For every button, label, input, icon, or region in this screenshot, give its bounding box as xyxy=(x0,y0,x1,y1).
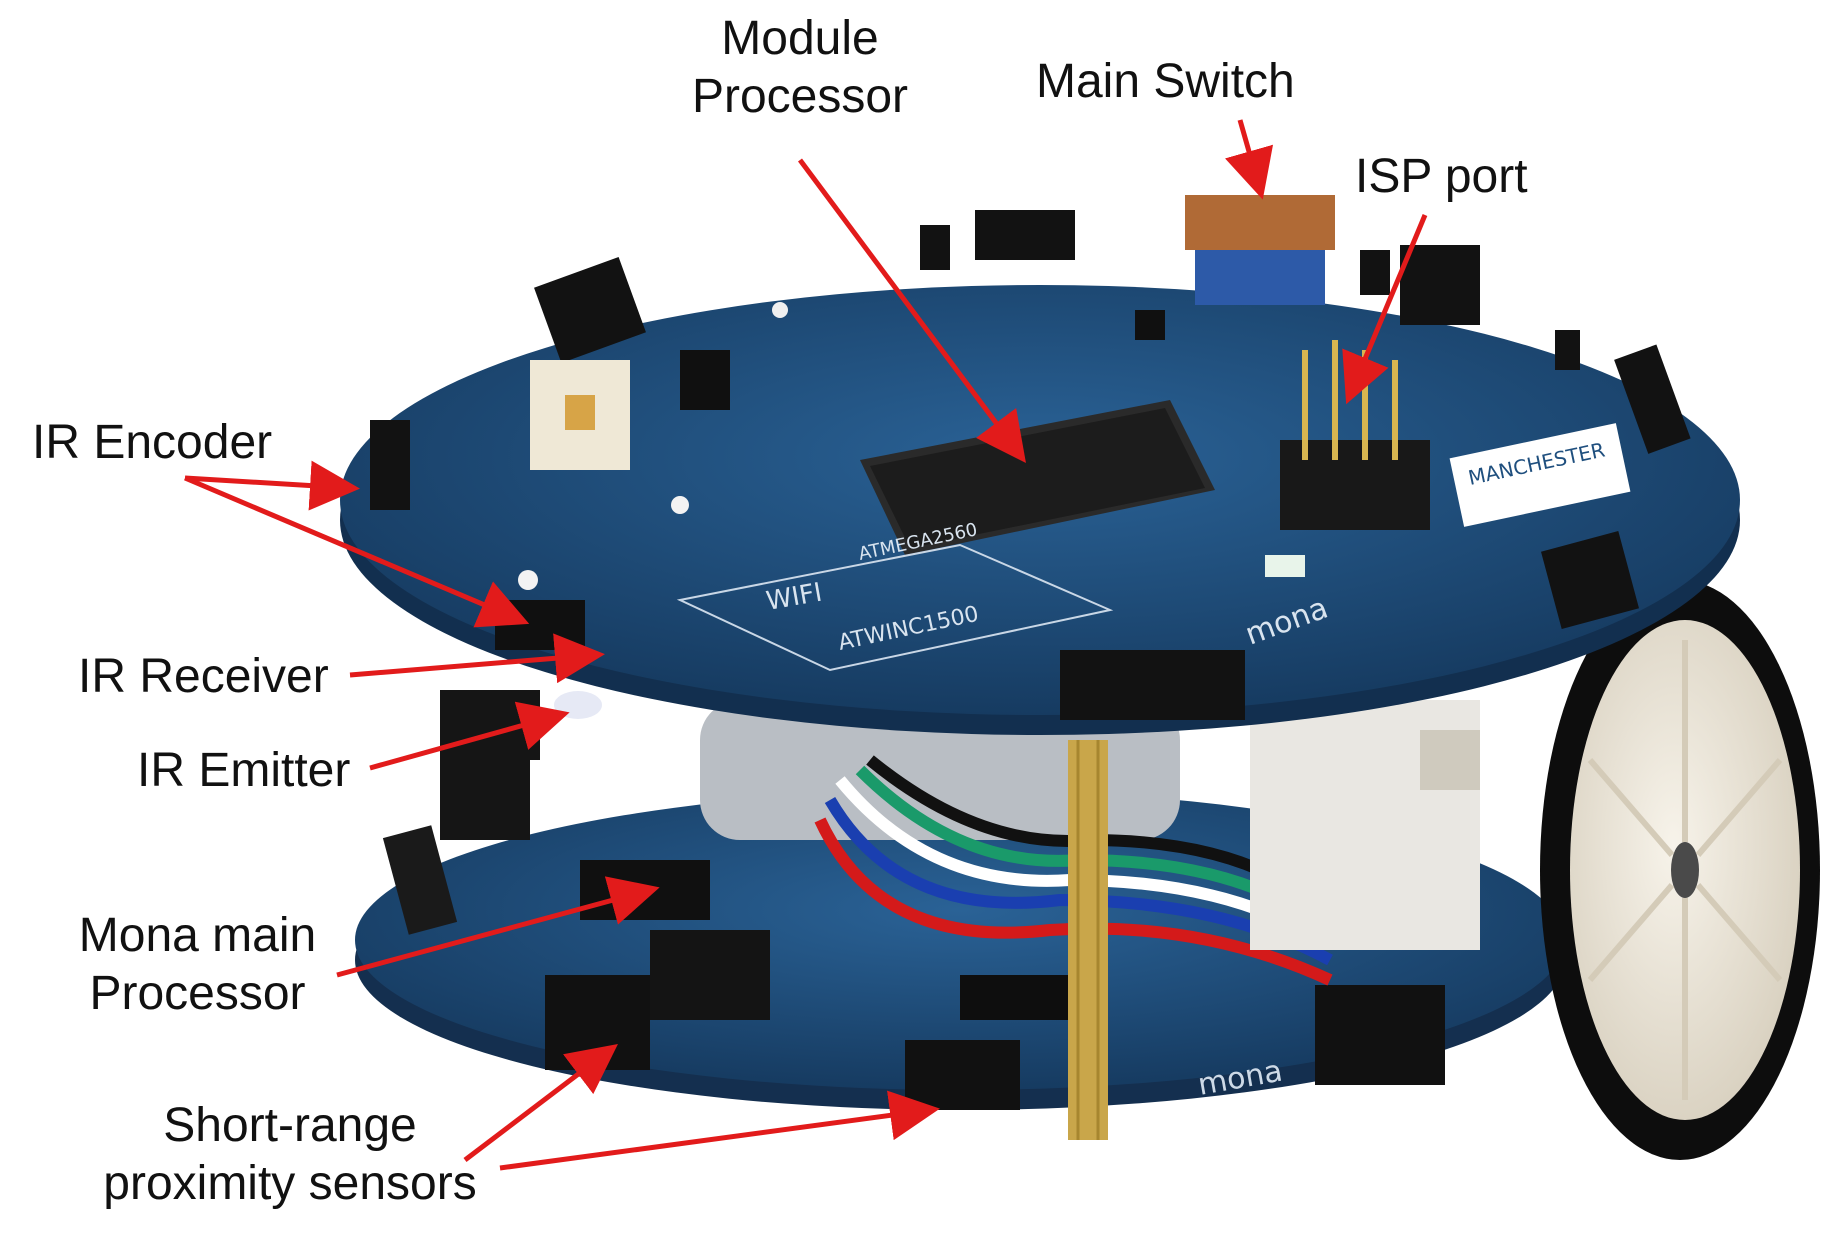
arrow-ir-encoder-b xyxy=(184,475,530,628)
ir-encoder-right xyxy=(1541,531,1639,629)
label-mona-main-processor: Mona main Processor xyxy=(55,907,340,1022)
wheel xyxy=(1540,580,1820,1160)
arrow-ir-receiver xyxy=(349,633,605,684)
main-switch xyxy=(1185,195,1335,250)
label-module-processor: Module Processor xyxy=(685,10,915,125)
label-ir-encoder: IR Encoder xyxy=(32,416,273,469)
label-main-switch: Main Switch xyxy=(1036,55,1295,108)
manchester-badge xyxy=(1449,423,1631,527)
arrow-isp-port xyxy=(1342,214,1428,405)
label-ir-emitter: IR Emitter xyxy=(137,744,351,797)
label-short-range-line1: Short-range xyxy=(163,1099,417,1152)
arrow-ir-emitter xyxy=(369,701,570,771)
proximity-sensor-left xyxy=(545,975,650,1070)
label-short-range-line2: proximity sensors xyxy=(103,1156,477,1210)
ir-receiver-module xyxy=(495,600,585,650)
arrow-main-switch xyxy=(1224,119,1274,200)
label-isp-port: ISP port xyxy=(1355,150,1528,203)
middle-assembly xyxy=(700,700,1480,1140)
lower-header xyxy=(650,930,770,1020)
ir-emitter xyxy=(554,691,602,719)
label-ir-receiver: IR Receiver xyxy=(78,650,329,703)
label-short-range-proximity: Short-range proximity sensors xyxy=(85,1097,495,1212)
brass-standoff xyxy=(1068,740,1108,1140)
label-module-processor-line2: Processor xyxy=(691,69,909,123)
ir-encoder-left xyxy=(370,420,410,510)
label-mona-main-processor-line1: Mona main xyxy=(78,909,317,962)
annotation-arrows xyxy=(184,119,1428,1171)
label-module-processor-line1: Module xyxy=(721,12,879,65)
proximity-sensor-center xyxy=(905,1040,1020,1110)
arrow-ir-encoder-a xyxy=(184,460,360,511)
arrow-proximity-center xyxy=(499,1090,940,1171)
arrow-mona-main-processor xyxy=(336,876,660,978)
label-mona-main-processor-line2: Processor xyxy=(89,966,306,1020)
arrow-module-processor xyxy=(797,158,1026,464)
lower-right-connector xyxy=(1315,985,1445,1085)
upper-board: WIFI ATWINC1500 ATMEGA2560 MANCHESTER mo… xyxy=(340,195,1740,735)
arrow-proximity-left xyxy=(463,1043,618,1162)
